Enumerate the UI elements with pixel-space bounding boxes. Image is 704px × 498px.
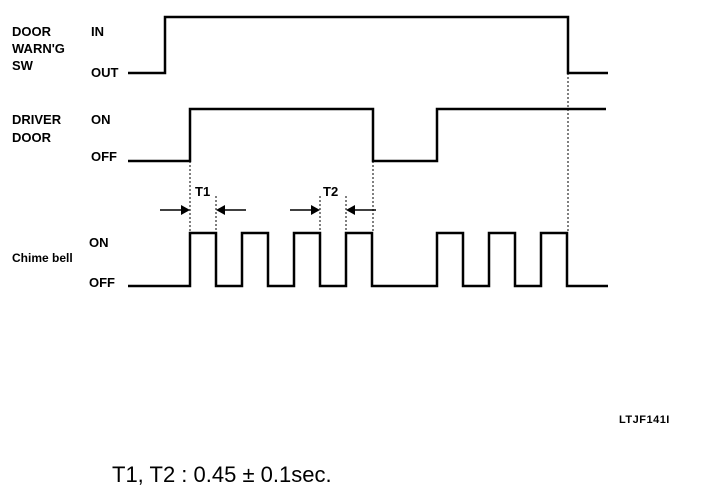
chime-bell-label: Chime bell (12, 251, 73, 265)
t1-left-arrowhead (181, 205, 190, 215)
t1-right-arrowhead (216, 205, 225, 215)
t2-left-arrowhead (311, 205, 320, 215)
chime-bell-waveform (128, 231, 608, 288)
driver-door-name-line-2: DOOR (12, 130, 52, 145)
t2-right-arrowhead (346, 205, 355, 215)
driver-door-off-label: OFF (91, 149, 117, 164)
t2-label: T2 (323, 184, 338, 199)
door-warning-switch-label: DOOR WARN'G SW (12, 24, 65, 73)
driver-door-on-label: ON (91, 112, 111, 127)
driver-door-waveform (128, 107, 606, 163)
door-warning-switch-name-line-1: DOOR (12, 24, 52, 39)
t1-label: T1 (195, 184, 210, 199)
door-warning-switch-name-line-2: WARN'G (12, 41, 65, 56)
driver-door-name-line-1: DRIVER (12, 112, 62, 127)
door-warning-switch-in-label: IN (91, 24, 104, 39)
door-warning-switch-out-label: OUT (91, 65, 119, 80)
t2-dimension: T2 (290, 184, 376, 215)
chime-bell-on-label: ON (89, 235, 109, 250)
driver-door-label: DRIVER DOOR (12, 112, 62, 145)
door-warning-switch-waveform (128, 15, 608, 75)
chime-bell-off-label: OFF (89, 275, 115, 290)
t1-dimension: T1 (160, 184, 246, 215)
door-warning-switch-name-line-3: SW (12, 58, 34, 73)
figure-code: LTJF141I (619, 414, 670, 426)
timing-formula: T1, T2 : 0.45 ± 0.1sec. (112, 462, 332, 487)
